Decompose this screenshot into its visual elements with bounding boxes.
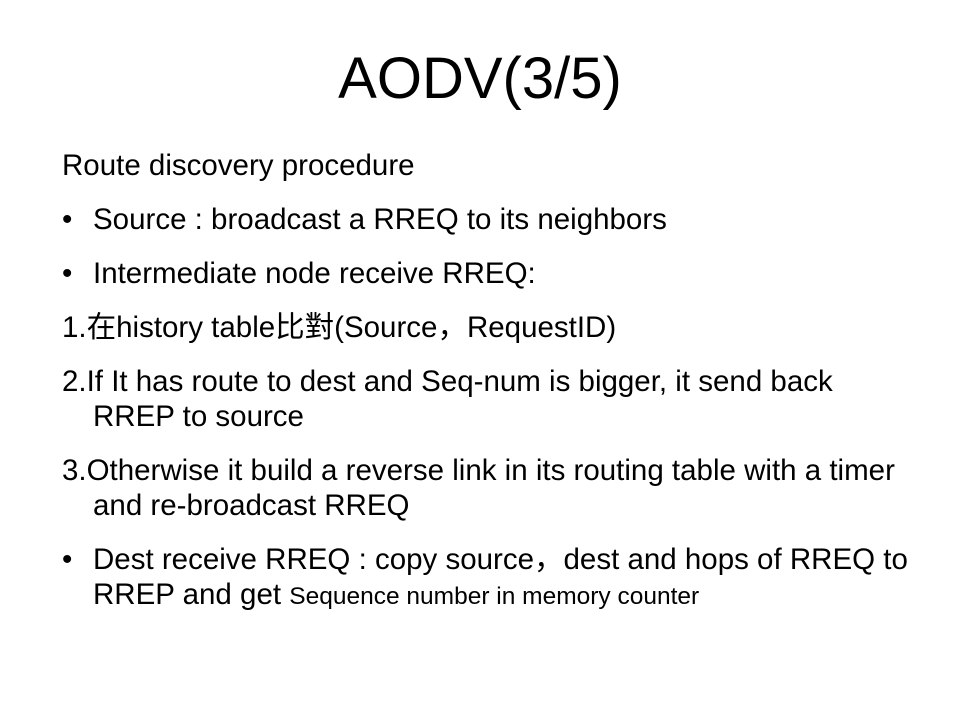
- slide-body: Route discovery procedure • Source : bro…: [62, 148, 922, 633]
- bullet-text: Dest receive RREQ : copy source，dest and…: [93, 543, 908, 611]
- step-1: 1.在history table比對(Source，RequestID): [62, 311, 617, 344]
- step-3: 3.Otherwise it build a reverse link in i…: [62, 454, 895, 522]
- bullet-text: Source : broadcast a RREQ to its neighbo…: [93, 203, 667, 236]
- bullet-item-source: • Source : broadcast a RREQ to its neigh…: [62, 202, 922, 237]
- step-2: 2.If It has route to dest and Seq-num is…: [62, 365, 833, 433]
- bullet-item-intermediate: • Intermediate node receive RREQ:: [62, 256, 922, 291]
- section-heading: Route discovery procedure: [62, 149, 415, 182]
- bullet-marker: •: [62, 203, 73, 236]
- bullet-marker: •: [62, 543, 73, 576]
- bullet-text: Intermediate node receive RREQ:: [93, 257, 536, 290]
- slide-title: AODV(3/5): [338, 46, 622, 111]
- bullet-marker: •: [62, 257, 73, 290]
- bullet-text-small: Sequence number in memory counter: [289, 583, 700, 610]
- bullet-item-dest: • Dest receive RREQ : copy source，dest a…: [62, 542, 922, 614]
